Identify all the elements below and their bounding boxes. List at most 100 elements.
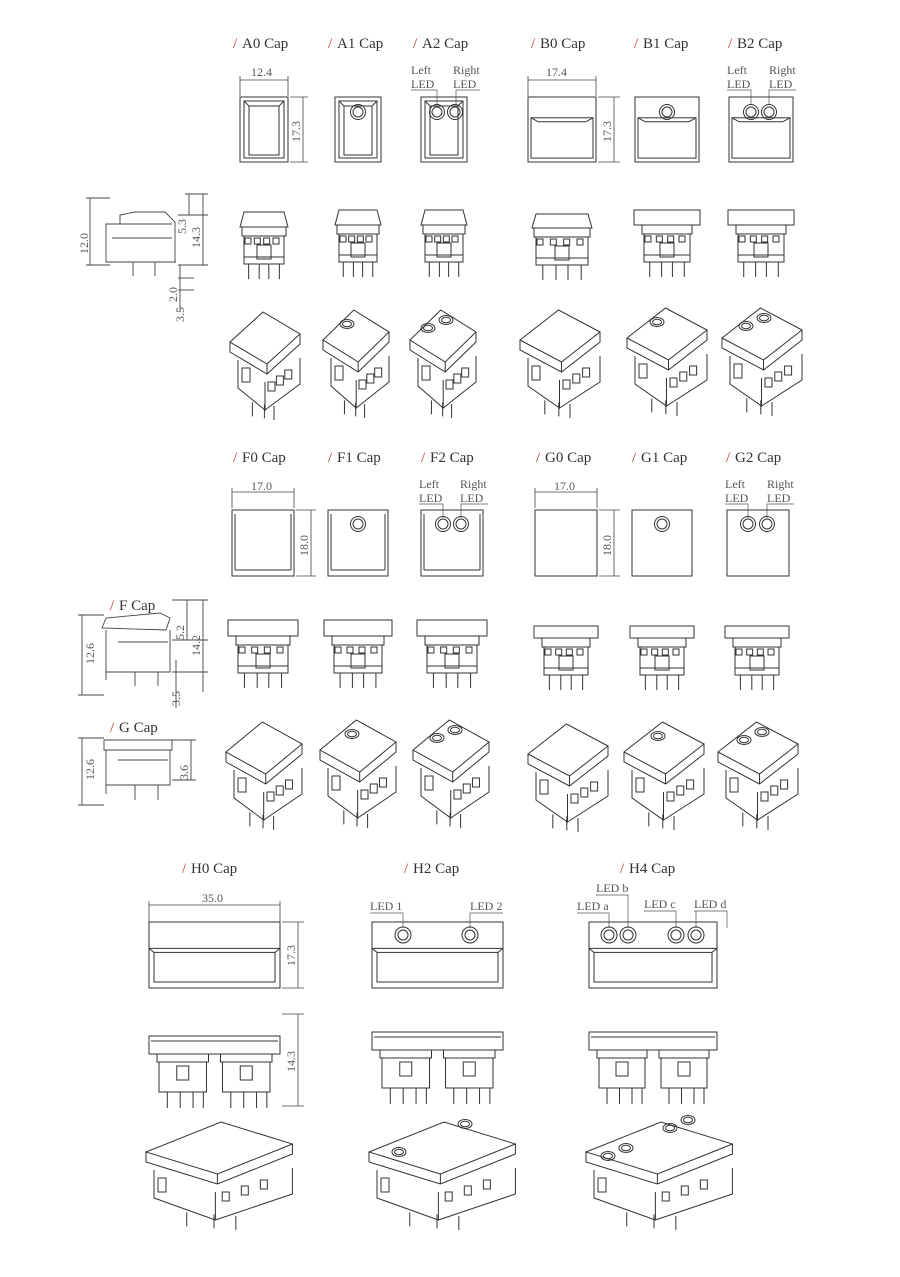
b2-side-view [727, 209, 795, 277]
b2-led-labels: Left LED Right LED [727, 63, 796, 104]
b1-front-view [634, 96, 700, 163]
g1-front-view [631, 509, 693, 577]
svg-text:G0 Cap: G0 Cap [545, 450, 591, 466]
f1-side-view [323, 619, 393, 688]
g2-led-labels: Left LED Right LED [725, 477, 794, 518]
svg-text:LED 2: LED 2 [470, 899, 502, 913]
svg-text:Left: Left [419, 477, 440, 491]
svg-text:LED: LED [727, 77, 751, 91]
dim-b-height: 17.3 [600, 121, 614, 142]
svg-text:Left: Left [727, 63, 748, 77]
a2-led-labels: Left LED Right LED [411, 63, 480, 104]
svg-text:/: / [404, 861, 409, 877]
f-side-title: /F Cap [110, 598, 155, 614]
row3-dimensions [148, 901, 304, 1107]
svg-text:Right: Right [460, 477, 487, 491]
svg-text:/: / [620, 861, 625, 877]
f-side-top: 5.2 [173, 625, 187, 640]
svg-text:/: / [531, 36, 536, 52]
a1-front-view [334, 96, 382, 163]
g2-front-view [726, 509, 790, 577]
side-dim-gap: 2.0 [166, 287, 180, 302]
dim-a-height: 17.3 [289, 121, 303, 142]
side-dim-height: 12.0 [77, 233, 91, 254]
g2-3d-view [717, 721, 799, 830]
g-side-title: /G Cap [110, 720, 158, 736]
svg-text:Right: Right [769, 63, 796, 77]
g-side-view [78, 737, 196, 806]
svg-text:LED d: LED d [694, 897, 726, 911]
svg-text:/: / [110, 598, 115, 614]
svg-text:/: / [328, 36, 333, 52]
b1-3d-view [626, 307, 708, 416]
a1-side-view [334, 209, 382, 277]
svg-text:F0 Cap: F0 Cap [242, 450, 286, 466]
b0-front-view [527, 96, 597, 163]
h2-side-view [371, 1031, 504, 1104]
dim-b-width: 17.4 [546, 65, 567, 79]
g0-3d-view [527, 723, 609, 832]
title-b2-cap: /B2 Cap [728, 36, 782, 52]
svg-text:LED: LED [769, 77, 793, 91]
h0-3d-view [144, 1121, 294, 1230]
svg-text:LED: LED [419, 491, 443, 505]
row1-dimensions [239, 76, 620, 163]
side-dim-total: 14.3 [189, 227, 203, 248]
h4-side-view [588, 1031, 718, 1104]
title-h2-cap: /H2 Cap [404, 861, 459, 877]
svg-text:/: / [233, 450, 238, 466]
a0-3d-view [229, 311, 301, 420]
dim-a-width: 12.4 [251, 65, 272, 79]
svg-text:LED a: LED a [577, 899, 609, 913]
b2-front-view [728, 96, 794, 163]
svg-text:H4 Cap: H4 Cap [629, 861, 675, 877]
dim-h-width: 35.0 [202, 891, 223, 905]
f1-3d-view [319, 719, 397, 828]
svg-text:LED: LED [453, 77, 477, 91]
svg-text:/: / [632, 450, 637, 466]
f1-front-view [327, 509, 389, 577]
svg-text:LED: LED [460, 491, 484, 505]
a2-front-view [420, 96, 468, 163]
svg-text:LED c: LED c [644, 897, 676, 911]
row1-side-view [86, 193, 208, 312]
f-side-height: 12.6 [83, 643, 97, 664]
row2-dimensions [231, 488, 620, 577]
dim-f-height: 18.0 [297, 535, 311, 556]
svg-text:A2 Cap: A2 Cap [422, 36, 468, 52]
title-h4-cap: /H4 Cap [620, 861, 675, 877]
title-g2-cap: /G2 Cap [726, 450, 781, 466]
svg-text:/: / [634, 36, 639, 52]
h4-led-labels: LED a LED b LED c LED d [577, 881, 728, 928]
svg-text:A0 Cap: A0 Cap [242, 36, 288, 52]
svg-text:/: / [726, 450, 731, 466]
svg-text:/: / [421, 450, 426, 466]
component-drawings [144, 96, 803, 1230]
svg-text:G Cap: G Cap [119, 720, 158, 736]
title-a0-cap: /A0 Cap [233, 36, 288, 52]
g-side-height: 12.6 [83, 759, 97, 780]
title-b0-cap: /B0 Cap [531, 36, 585, 52]
side-dim-pin: 3.5 [173, 307, 187, 322]
a0-side-view [239, 211, 289, 279]
svg-text:LED b: LED b [596, 881, 628, 895]
svg-text:LED: LED [767, 491, 791, 505]
dim-h-height: 17.3 [284, 945, 298, 966]
dim-g-width: 17.0 [554, 479, 575, 493]
svg-text:B0 Cap: B0 Cap [540, 36, 585, 52]
title-a1-cap: /A1 Cap [328, 36, 383, 52]
svg-text:/: / [182, 861, 187, 877]
svg-text:B2 Cap: B2 Cap [737, 36, 782, 52]
svg-text:/: / [536, 450, 541, 466]
f0-side-view [227, 619, 299, 688]
f-side-total: 14.2 [189, 635, 203, 656]
f2-front-view [420, 509, 484, 577]
svg-text:H0 Cap: H0 Cap [191, 861, 237, 877]
svg-text:LED: LED [725, 491, 749, 505]
h2-3d-view [367, 1119, 517, 1230]
f2-side-view [416, 619, 488, 688]
g-side-top: 3.6 [177, 765, 191, 780]
b0-3d-view [519, 309, 601, 418]
